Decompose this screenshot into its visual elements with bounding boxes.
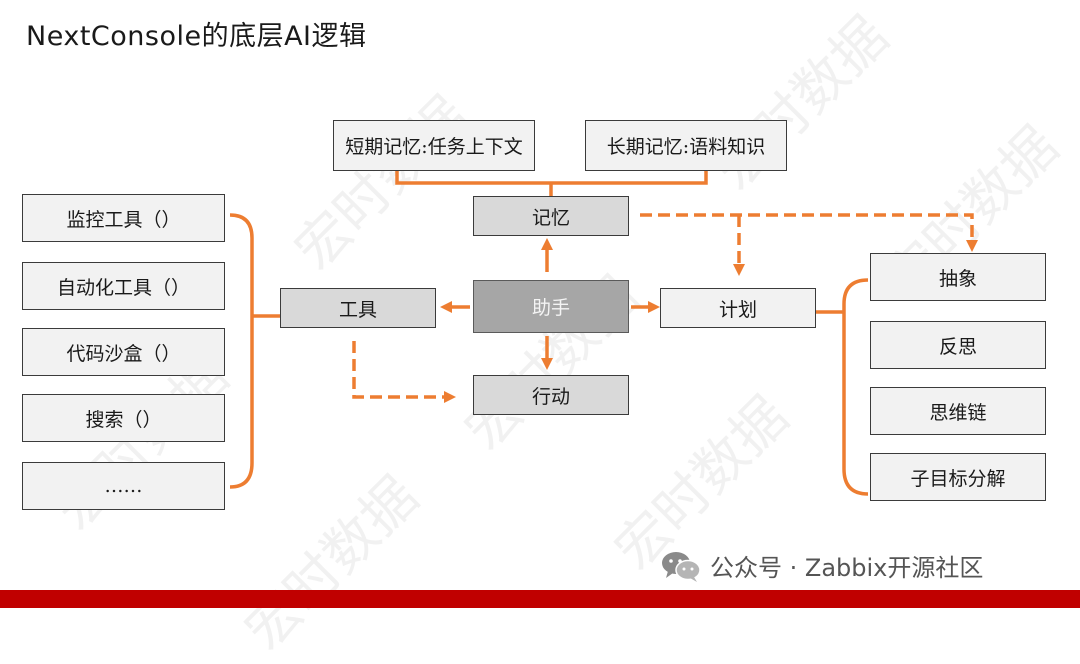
tools-box: 工具 — [280, 288, 436, 328]
connector-lines — [229, 170, 978, 496]
plan-item-abstract: 抽象 — [870, 253, 1046, 301]
tool-item-code-sandbox: 代码沙盒（） — [22, 328, 225, 376]
plan-item-reflection: 反思 — [870, 321, 1046, 369]
tool-item-automation: 自动化工具（） — [22, 262, 225, 310]
footer-credit: 公众号 · Zabbix开源社区 — [660, 548, 983, 583]
tool-item-more: …… — [22, 462, 225, 510]
memory-bracket — [395, 170, 708, 185]
short-term-memory-box: 短期记忆:任务上下文 — [333, 120, 535, 171]
plan-box: 计划 — [660, 288, 816, 328]
tool-item-search: 搜索（） — [22, 394, 225, 442]
dashed-memory-to-abstract — [640, 213, 978, 252]
assistant-box: 助手 — [473, 280, 629, 333]
memory-box: 记忆 — [473, 196, 629, 236]
dashed-tools-to-action — [352, 341, 456, 403]
long-term-memory-box: 长期记忆:语料知识 — [585, 120, 787, 171]
tools-bracket — [229, 213, 254, 489]
plan-item-subgoal-decomposition: 子目标分解 — [870, 453, 1046, 501]
plan-item-chain-of-thought: 思维链 — [870, 387, 1046, 435]
slide: 宏时数据 宏时数据 宏时数据 宏时数据 宏时数据 宏时数据 宏时数据 NextC… — [0, 4, 1080, 662]
action-box: 行动 — [473, 375, 629, 415]
wechat-icon — [662, 551, 701, 582]
page-title: NextConsole的底层AI逻辑 — [26, 21, 367, 52]
footer-text: 公众号 · Zabbix开源社区 — [710, 554, 984, 582]
tool-item-monitoring: 监控工具（） — [22, 194, 225, 242]
plan-bracket — [842, 278, 869, 496]
brand-bar — [0, 590, 1080, 608]
